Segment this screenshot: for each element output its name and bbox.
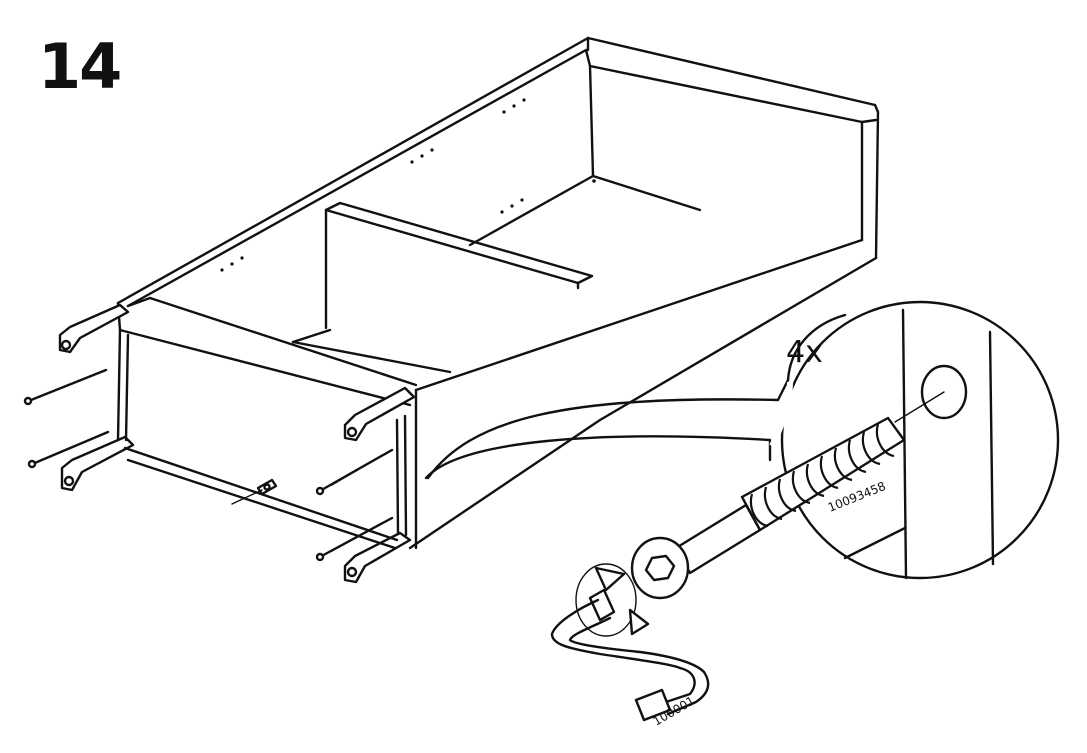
screw-icon: [315, 448, 394, 496]
screw-icon: [27, 430, 110, 469]
step-number: 14: [38, 30, 122, 103]
base-screws: [23, 368, 394, 562]
clockwise-rotation-arrow-icon: [575, 563, 650, 637]
base-frame: [58, 303, 416, 584]
screw-icon: [315, 516, 394, 562]
cabinet-frame: [116, 36, 880, 550]
shelf-pin-holes: [220, 98, 596, 272]
detail-callout: 4x: [424, 300, 1060, 580]
screw-icon: [23, 368, 108, 406]
quantity-label: 4x: [786, 335, 823, 370]
allen-key-icon: 100001: [550, 563, 710, 729]
